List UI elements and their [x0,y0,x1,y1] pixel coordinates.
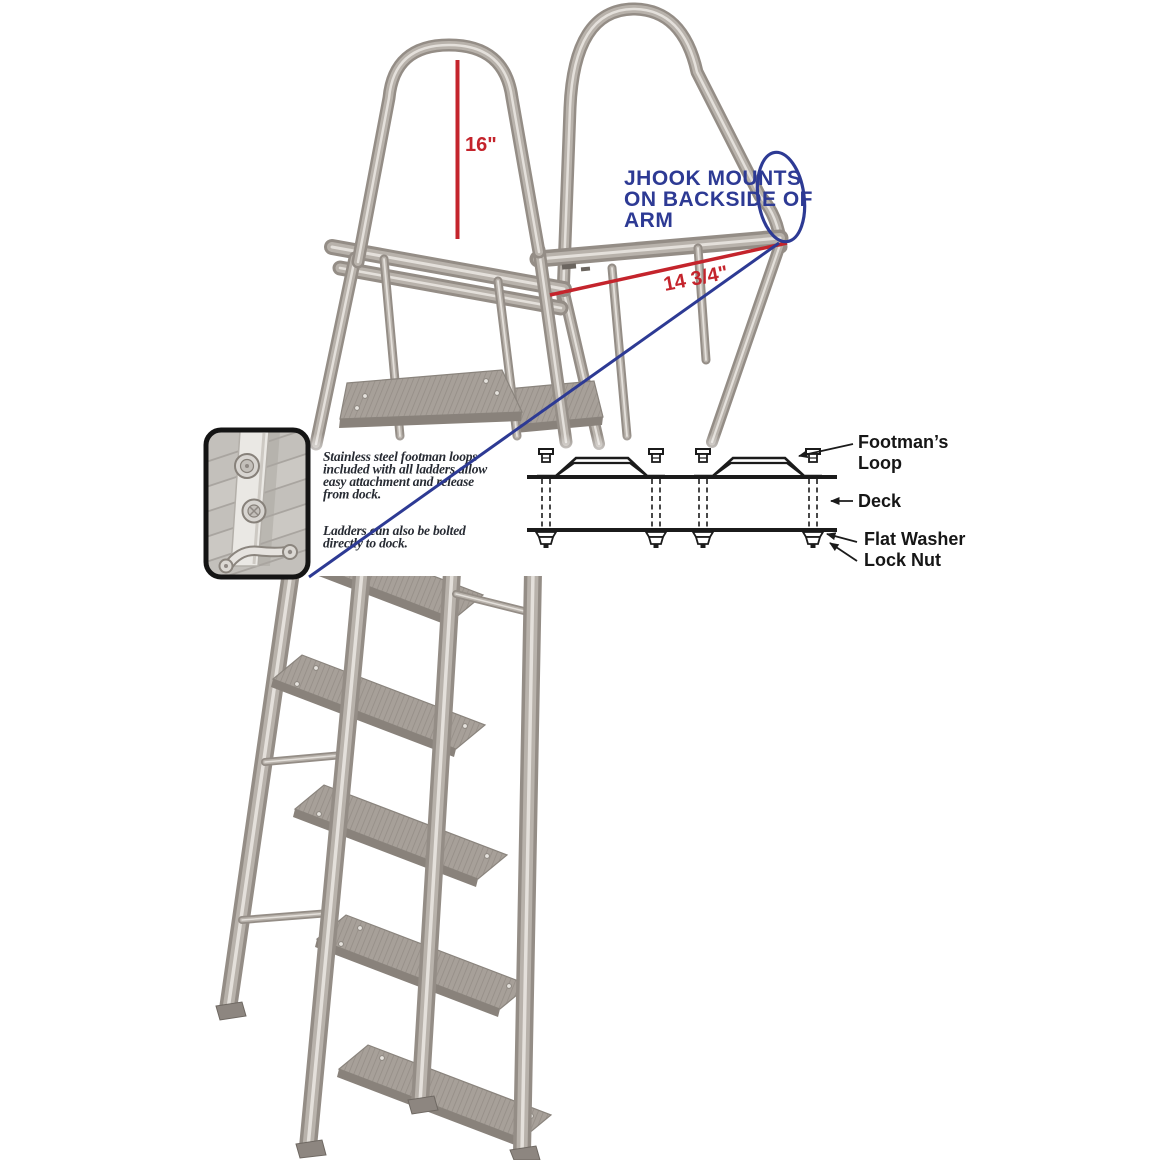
label-footmans-loop-line1: Footman’s [858,432,948,452]
upper-step [339,369,523,428]
label-flat-washer: Flat Washer [864,529,965,549]
lower-ladder-photo [215,576,553,1160]
ladder-feet [215,1001,541,1160]
label-footmans-loop-line2: Loop [858,453,902,473]
label-deck: Deck [858,491,902,511]
arrow-lock-nut [829,542,858,562]
jhook-note-line1: JHOOK MOUNTS [624,167,802,190]
footman-loop-closeup [218,544,298,574]
footman-loop-inset-photo [203,427,311,580]
arrow-footmans-loop [798,443,854,459]
mounting-bolt-lower [241,498,267,524]
rail-stamp-marks [561,263,591,272]
footman-loop-callout-text: Stainless steel footman loops included w… [322,449,488,551]
callout-para2-line1: Ladders can also be bolted [322,523,466,538]
blue-annotations: JHOOK MOUNTS ON BACKSIDE OF ARM [308,150,813,579]
red-dimension-annotations: 16" 14 3/4" [455,60,788,297]
jhook-note-line3: ARM [624,209,673,232]
dim-line-14-3-4 [549,241,788,297]
upper-ladder-photo [316,9,781,444]
label-lock-nut: Lock Nut [864,550,941,570]
dim-label-16: 16" [465,134,497,156]
callout-para2-line2: directly to dock. [323,536,408,551]
mounting-bolt-upper [234,453,260,479]
arrow-flat-washer [826,532,858,543]
leg-shadow [258,431,280,566]
deck-mounting-diagram: Footman’s Loop Deck Flat Washer Lock Nut [527,432,965,570]
callout-para1-line1: Stainless steel footman loops [323,449,477,464]
callout-para1-line2: included with all ladders allow [323,462,488,477]
jhook-highlight-ellipse [755,150,807,244]
callout-leader-line [308,241,780,579]
inset-photo-frame [203,427,311,580]
diagram-arrows [798,443,858,562]
callout-para1-line4: from dock. [323,487,381,502]
jhook-note-line2: ON BACKSIDE OF [624,188,813,211]
diagram-labels: Footman’s Loop Deck Flat Washer Lock Nut [858,432,965,570]
